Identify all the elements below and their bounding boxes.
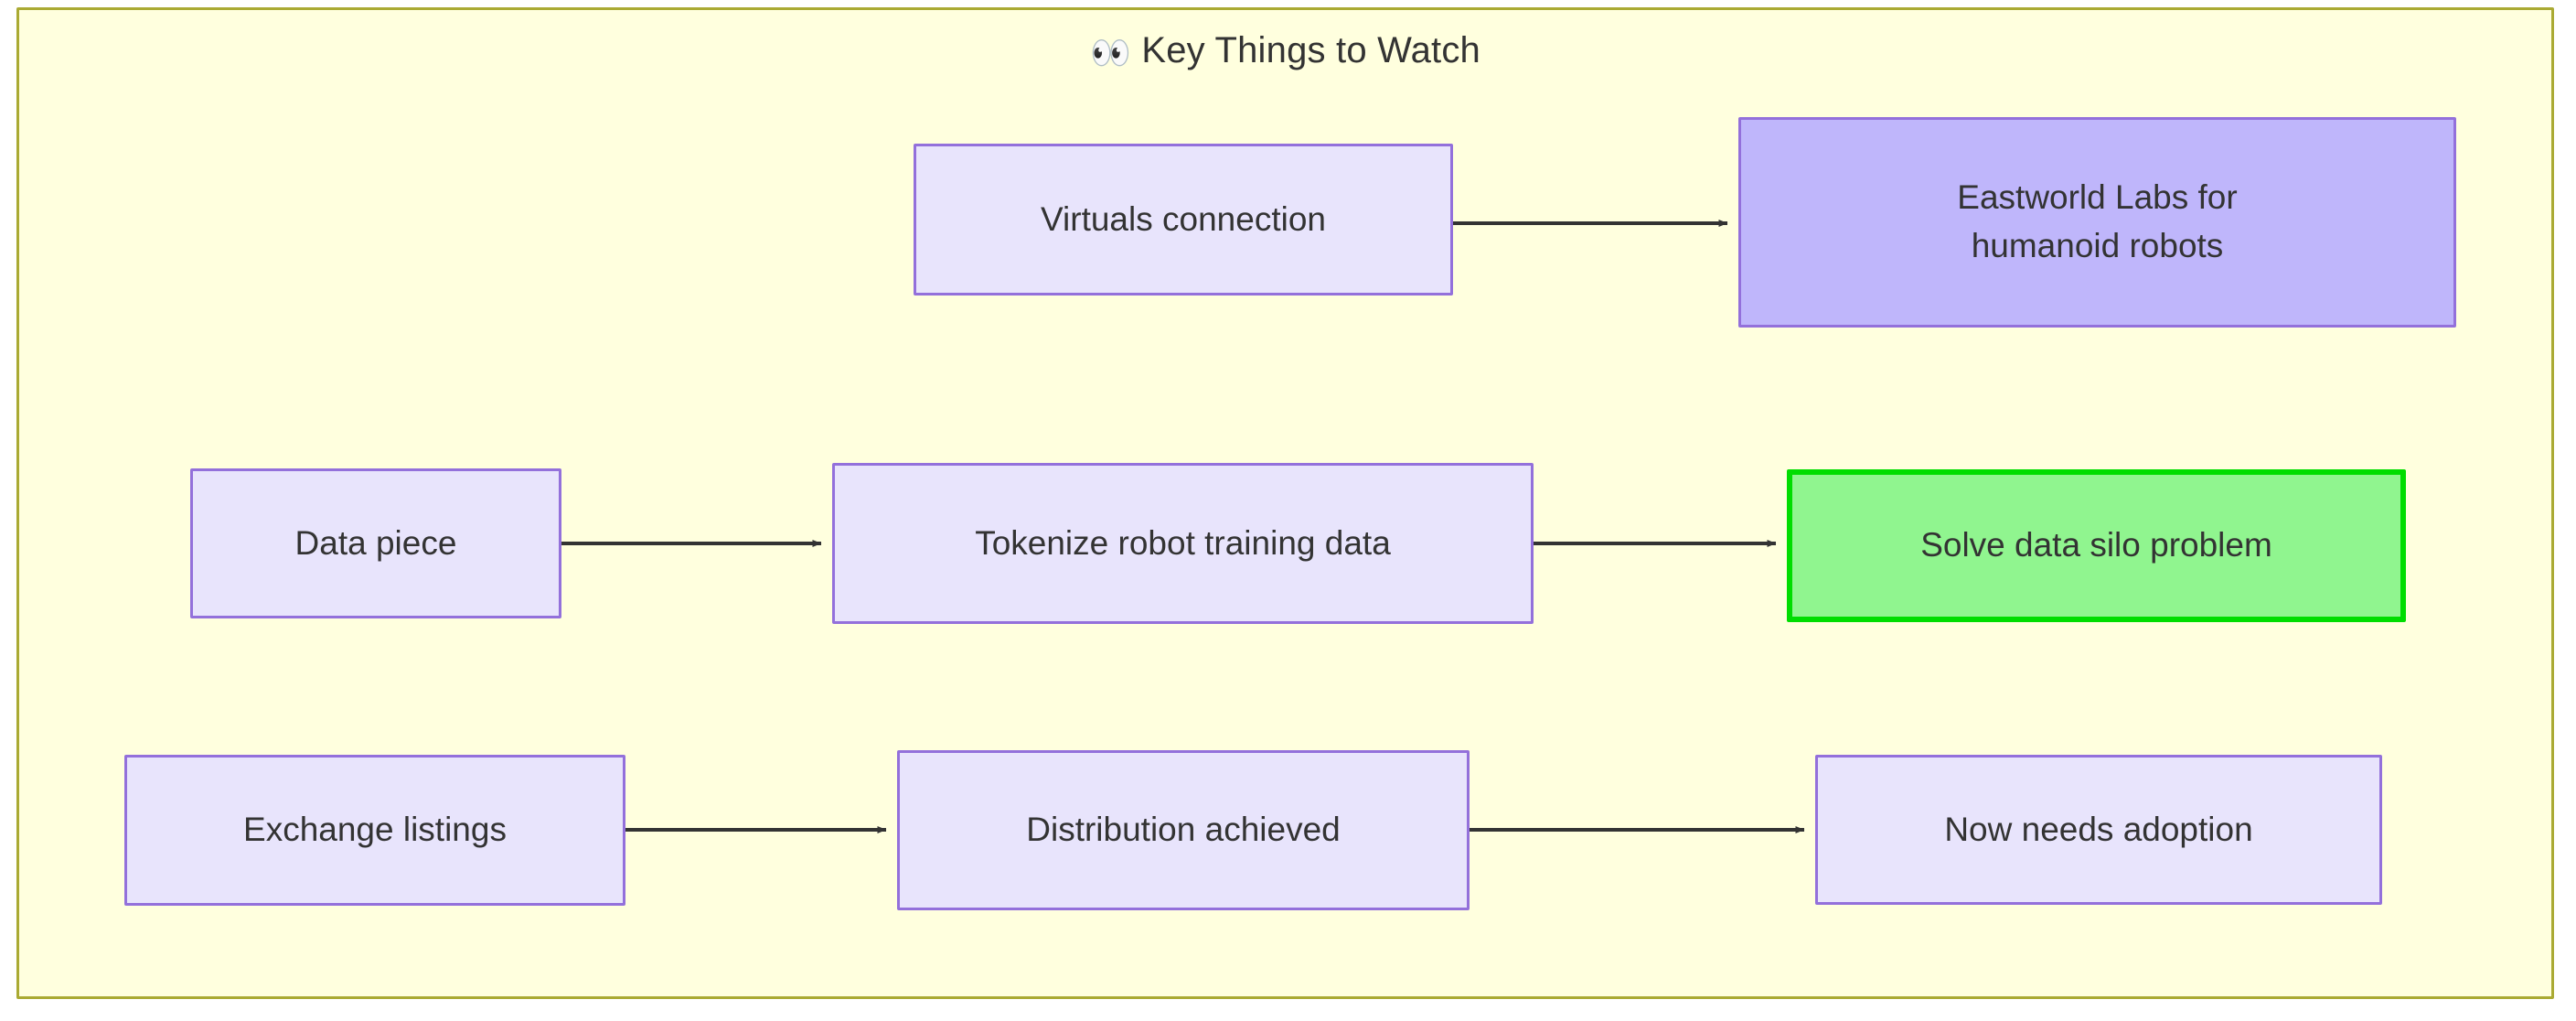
node-data-piece[interactable]: Data piece bbox=[190, 468, 561, 618]
node-tokenize-robot-training-data[interactable]: Tokenize robot training data bbox=[832, 463, 1534, 624]
node-label: Now needs adoption bbox=[1944, 810, 2253, 848]
node-label: Exchange listings bbox=[243, 811, 507, 849]
node-label: Virtuals connection bbox=[1041, 199, 1326, 238]
node-label: Distribution achieved bbox=[1026, 811, 1341, 849]
eyes-emoji-icon: 👀 bbox=[1090, 34, 1132, 71]
node-label: Solve data silo problem bbox=[1920, 526, 2272, 564]
node-eastworld-labs[interactable]: Eastworld Labs for humanoid robots bbox=[1738, 117, 2456, 328]
subgraph-title-text: Key Things to Watch bbox=[1141, 30, 1480, 70]
node-virtuals-connection[interactable]: Virtuals connection bbox=[914, 144, 1453, 296]
node-solve-data-silo-problem[interactable]: Solve data silo problem bbox=[1787, 469, 2406, 622]
node-label: Data piece bbox=[294, 523, 457, 562]
node-label: Tokenize robot training data bbox=[975, 523, 1391, 562]
subgraph-title: 👀 Key Things to Watch bbox=[19, 30, 2551, 71]
node-distribution-achieved[interactable]: Distribution achieved bbox=[897, 750, 1470, 910]
node-now-needs-adoption[interactable]: Now needs adoption bbox=[1815, 755, 2382, 905]
node-exchange-listings[interactable]: Exchange listings bbox=[124, 755, 625, 906]
node-label: Eastworld Labs for humanoid robots bbox=[1957, 178, 2238, 264]
